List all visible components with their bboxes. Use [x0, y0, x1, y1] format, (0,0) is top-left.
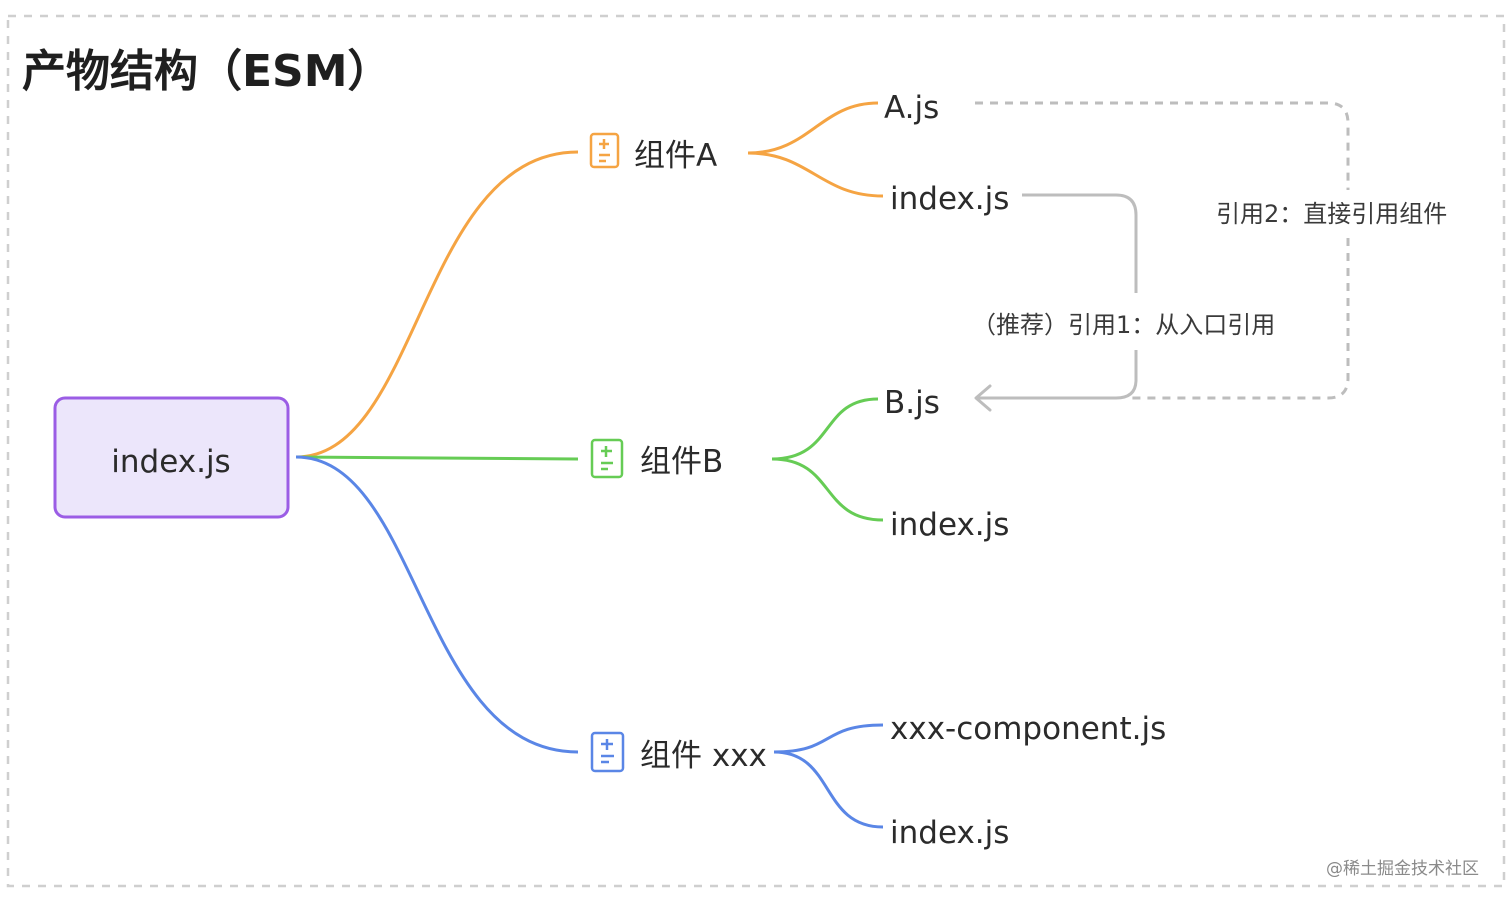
branch-line-b-index [771, 457, 884, 522]
reference-line-recommended-lower [978, 350, 1138, 400]
reference-line-direct-lower [1128, 238, 1350, 400]
reference-line-recommended [1022, 193, 1138, 293]
file-icon [589, 132, 620, 169]
component-xxx-node[interactable]: 组件 xxx [590, 731, 767, 774]
file-icon [590, 731, 625, 773]
branch-line-xxx-index [773, 750, 884, 829]
component-b-node[interactable]: 组件B [590, 438, 723, 480]
arrow-left-icon [974, 384, 992, 412]
file-icon [590, 438, 624, 479]
component-a-label: 组件A [634, 138, 717, 174]
component-b-label: 组件B [640, 444, 723, 480]
branch-line-component-xxx [295, 455, 579, 754]
reference-line-direct [975, 101, 1350, 190]
file-node-a-index-js[interactable]: index.js [890, 181, 1009, 217]
watermark: @稀土掘金技术社区 [1326, 859, 1479, 879]
file-node-b-index-js[interactable]: index.js [890, 507, 1009, 543]
branch-line-component-a [295, 150, 579, 459]
diagram-title: 产物结构（ESM） [22, 46, 392, 97]
file-node-xxx-index-js[interactable]: index.js [890, 815, 1009, 851]
component-xxx-label: 组件 xxx [640, 738, 767, 774]
file-node-a-js[interactable]: A.js [884, 90, 939, 126]
branch-line-a-js [747, 101, 879, 155]
root-node-box [53, 396, 290, 519]
component-a-node[interactable]: 组件A [589, 132, 717, 174]
reference-label-recommended: （推荐）引用1：从入口引用 [972, 311, 1275, 339]
root-node[interactable]: index.js [53, 396, 290, 519]
branch-line-b-js [771, 397, 879, 461]
file-node-b-js[interactable]: B.js [884, 385, 940, 421]
file-node-xxx-component-js[interactable]: xxx-component.js [890, 711, 1166, 747]
branch-line-component-b [295, 455, 579, 461]
branch-line-a-index [747, 151, 884, 198]
root-node-label: index.js [111, 444, 230, 480]
branch-line-xxx-component-js [773, 723, 884, 754]
reference-label-direct: 引用2：直接引用组件 [1216, 200, 1447, 228]
